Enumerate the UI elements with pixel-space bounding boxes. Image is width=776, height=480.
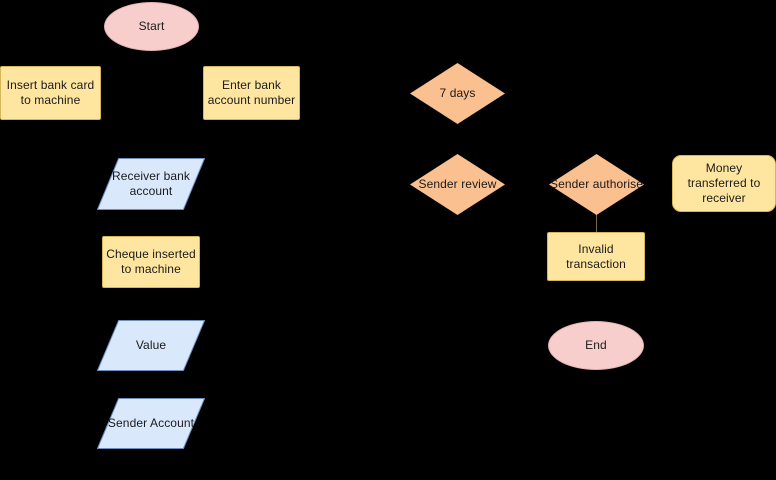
node-7-days[interactable]: 7 days — [410, 63, 505, 124]
node-sender-authorise-label: Sender authorise — [550, 177, 643, 191]
node-enter-bank-account-number[interactable]: Enter bank account number — [203, 66, 300, 120]
node-insert-bank-card[interactable]: Insert bank card to machine — [0, 66, 101, 120]
node-invalid-transaction[interactable]: Invalid transaction — [547, 232, 645, 281]
node-receiver-bank-account[interactable]: Receiver bank account — [97, 158, 205, 210]
node-end[interactable]: End — [548, 321, 644, 370]
node-sender-account-label: Sender Account — [107, 416, 195, 430]
node-start[interactable]: Start — [104, 2, 199, 51]
node-cheque-inserted-to-machine[interactable]: Cheque inserted to machine — [102, 236, 200, 288]
node-start-label: Start — [138, 19, 165, 33]
node-value[interactable]: Value — [97, 320, 205, 371]
node-value-label: Value — [135, 338, 167, 352]
node-money-transferred-to-receiver[interactable]: Money transferred to receiver — [672, 155, 776, 212]
node-sender-account[interactable]: Sender Account — [97, 398, 205, 449]
edge-sender-authorise-to-invalid-transaction — [596, 213, 597, 233]
node-end-label: End — [585, 338, 607, 352]
node-sender-authorise[interactable]: Sender authorise — [549, 154, 644, 215]
node-sender-review-label: Sender review — [418, 177, 497, 191]
node-enter-bank-account-number-label: Enter bank account number — [207, 78, 296, 107]
node-insert-bank-card-label: Insert bank card to machine — [6, 78, 95, 107]
node-7-days-label: 7 days — [439, 86, 476, 100]
node-cheque-inserted-to-machine-label: Cheque inserted to machine — [106, 247, 196, 276]
node-invalid-transaction-label: Invalid transaction — [566, 241, 626, 271]
node-money-transferred-to-receiver-label: Money transferred to receiver — [687, 161, 761, 205]
node-sender-review[interactable]: Sender review — [410, 154, 505, 215]
node-receiver-bank-account-label: Receiver bank account — [111, 169, 190, 198]
